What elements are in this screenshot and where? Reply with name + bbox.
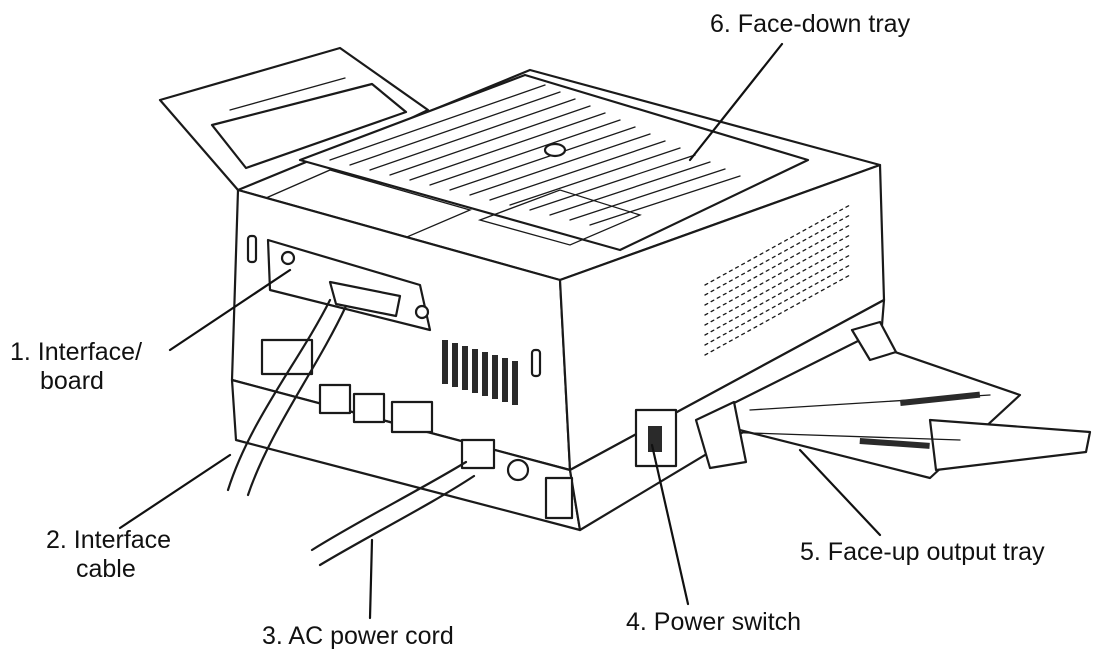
callout-interface-cable: 2. Interface cable — [46, 526, 171, 584]
leader-ac-power-cord — [368, 538, 374, 620]
power-inlet — [460, 438, 496, 470]
callout-interface-board-line1: 1. Interface/ — [10, 338, 143, 366]
callout-ac-power-cord: 3. AC power cord — [262, 622, 454, 650]
side-vent-grille — [704, 204, 851, 356]
leader-power-switch — [650, 443, 690, 606]
leader-face-down-tray — [688, 42, 784, 162]
rear-vent — [442, 340, 518, 405]
callout-interface-cable-line1: 2. Interface — [46, 526, 172, 554]
callout-interface-board: 1. Interface/ board — [10, 338, 142, 396]
ac-power-cord-graphic — [310, 460, 476, 567]
leader-face-up-tray — [798, 448, 882, 537]
callout-face-up-tray: 5. Face-up output tray — [800, 538, 1045, 566]
callout-interface-cable-line2: cable — [76, 554, 136, 583]
interface-connector — [328, 280, 402, 318]
interface-cable-graphic — [226, 298, 348, 497]
callout-interface-board-line2: board — [40, 366, 104, 395]
paper-support-flap — [158, 46, 430, 192]
callout-power-switch: 4. Power switch — [626, 608, 802, 636]
leader-interface-board — [168, 268, 292, 352]
face-up-tray-graphic — [694, 320, 1092, 480]
callout-face-down-tray: 6. Face-down tray — [710, 10, 911, 38]
leader-interface-cable — [118, 453, 232, 530]
face-down-tray-ridges — [329, 84, 741, 226]
callout-leaders — [118, 42, 882, 620]
power-switch-graphic — [634, 408, 678, 468]
